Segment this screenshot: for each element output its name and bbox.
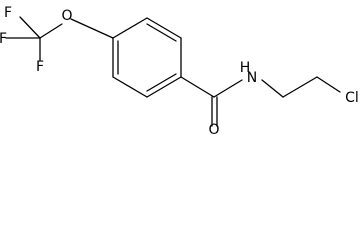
amide-hydrogen-atom: H xyxy=(240,60,251,76)
fluorine-atom-3: F xyxy=(36,59,44,75)
carbonyl-oxygen-atom: O xyxy=(208,122,219,137)
ether-oxygen-atom: O xyxy=(61,8,72,24)
chlorine-atom: Cl xyxy=(345,90,359,106)
chloroethyl-bonds xyxy=(261,76,341,98)
trifluoromethyl-bonds xyxy=(5,16,63,61)
benzene-ring xyxy=(112,17,182,98)
fluorine-atom-1: F xyxy=(4,5,12,21)
fluorine-atom-2: F xyxy=(0,31,7,47)
amide-bonds xyxy=(180,76,243,127)
ether-bonds xyxy=(70,18,114,39)
amide-nitrogen-atom: N xyxy=(247,70,257,86)
chemical-structure: F F F O O H N Cl xyxy=(0,5,359,137)
